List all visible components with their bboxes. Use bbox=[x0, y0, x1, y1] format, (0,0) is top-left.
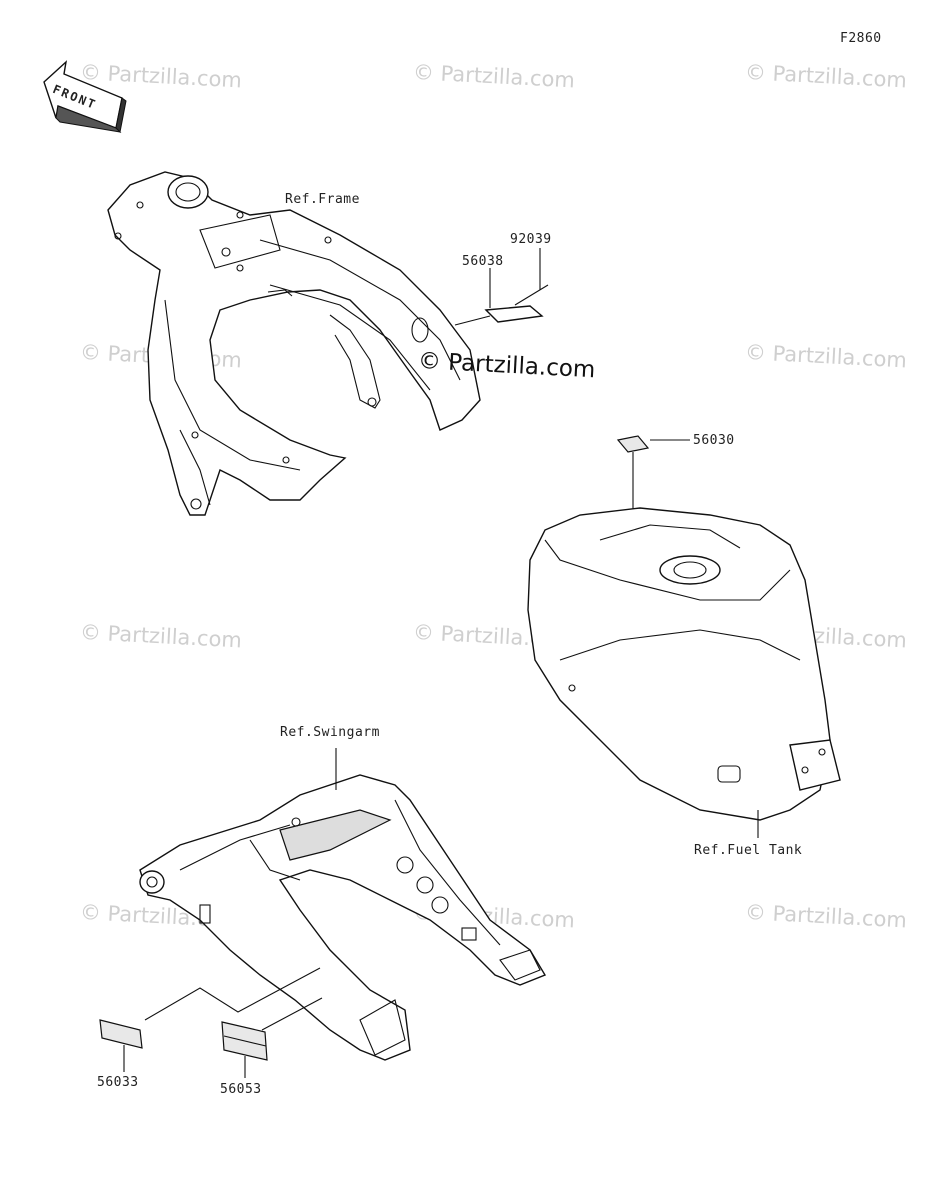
part-56053-label bbox=[221, 997, 323, 1078]
part-number-56053: 56053 bbox=[220, 1082, 262, 1097]
diagram-code: F2860 bbox=[840, 31, 882, 46]
part-number-92039: 92039 bbox=[510, 232, 552, 247]
frame-drawing bbox=[107, 171, 481, 516]
part-number-56038: 56038 bbox=[462, 254, 504, 269]
part-92039-clip bbox=[514, 248, 549, 306]
swingarm-drawing bbox=[139, 748, 547, 1061]
ref-swingarm-label: Ref.Swingarm bbox=[280, 725, 380, 740]
part-56038-cover bbox=[454, 268, 544, 326]
part-number-56030: 56030 bbox=[693, 433, 735, 448]
fuel-tank-drawing bbox=[527, 507, 841, 838]
part-number-56033: 56033 bbox=[97, 1075, 139, 1090]
front-arrow-icon bbox=[43, 60, 127, 134]
part-56033-label bbox=[99, 967, 321, 1072]
ref-fuel-tank-label: Ref.Fuel Tank bbox=[694, 843, 803, 858]
ref-frame-label: Ref.Frame bbox=[285, 192, 360, 207]
